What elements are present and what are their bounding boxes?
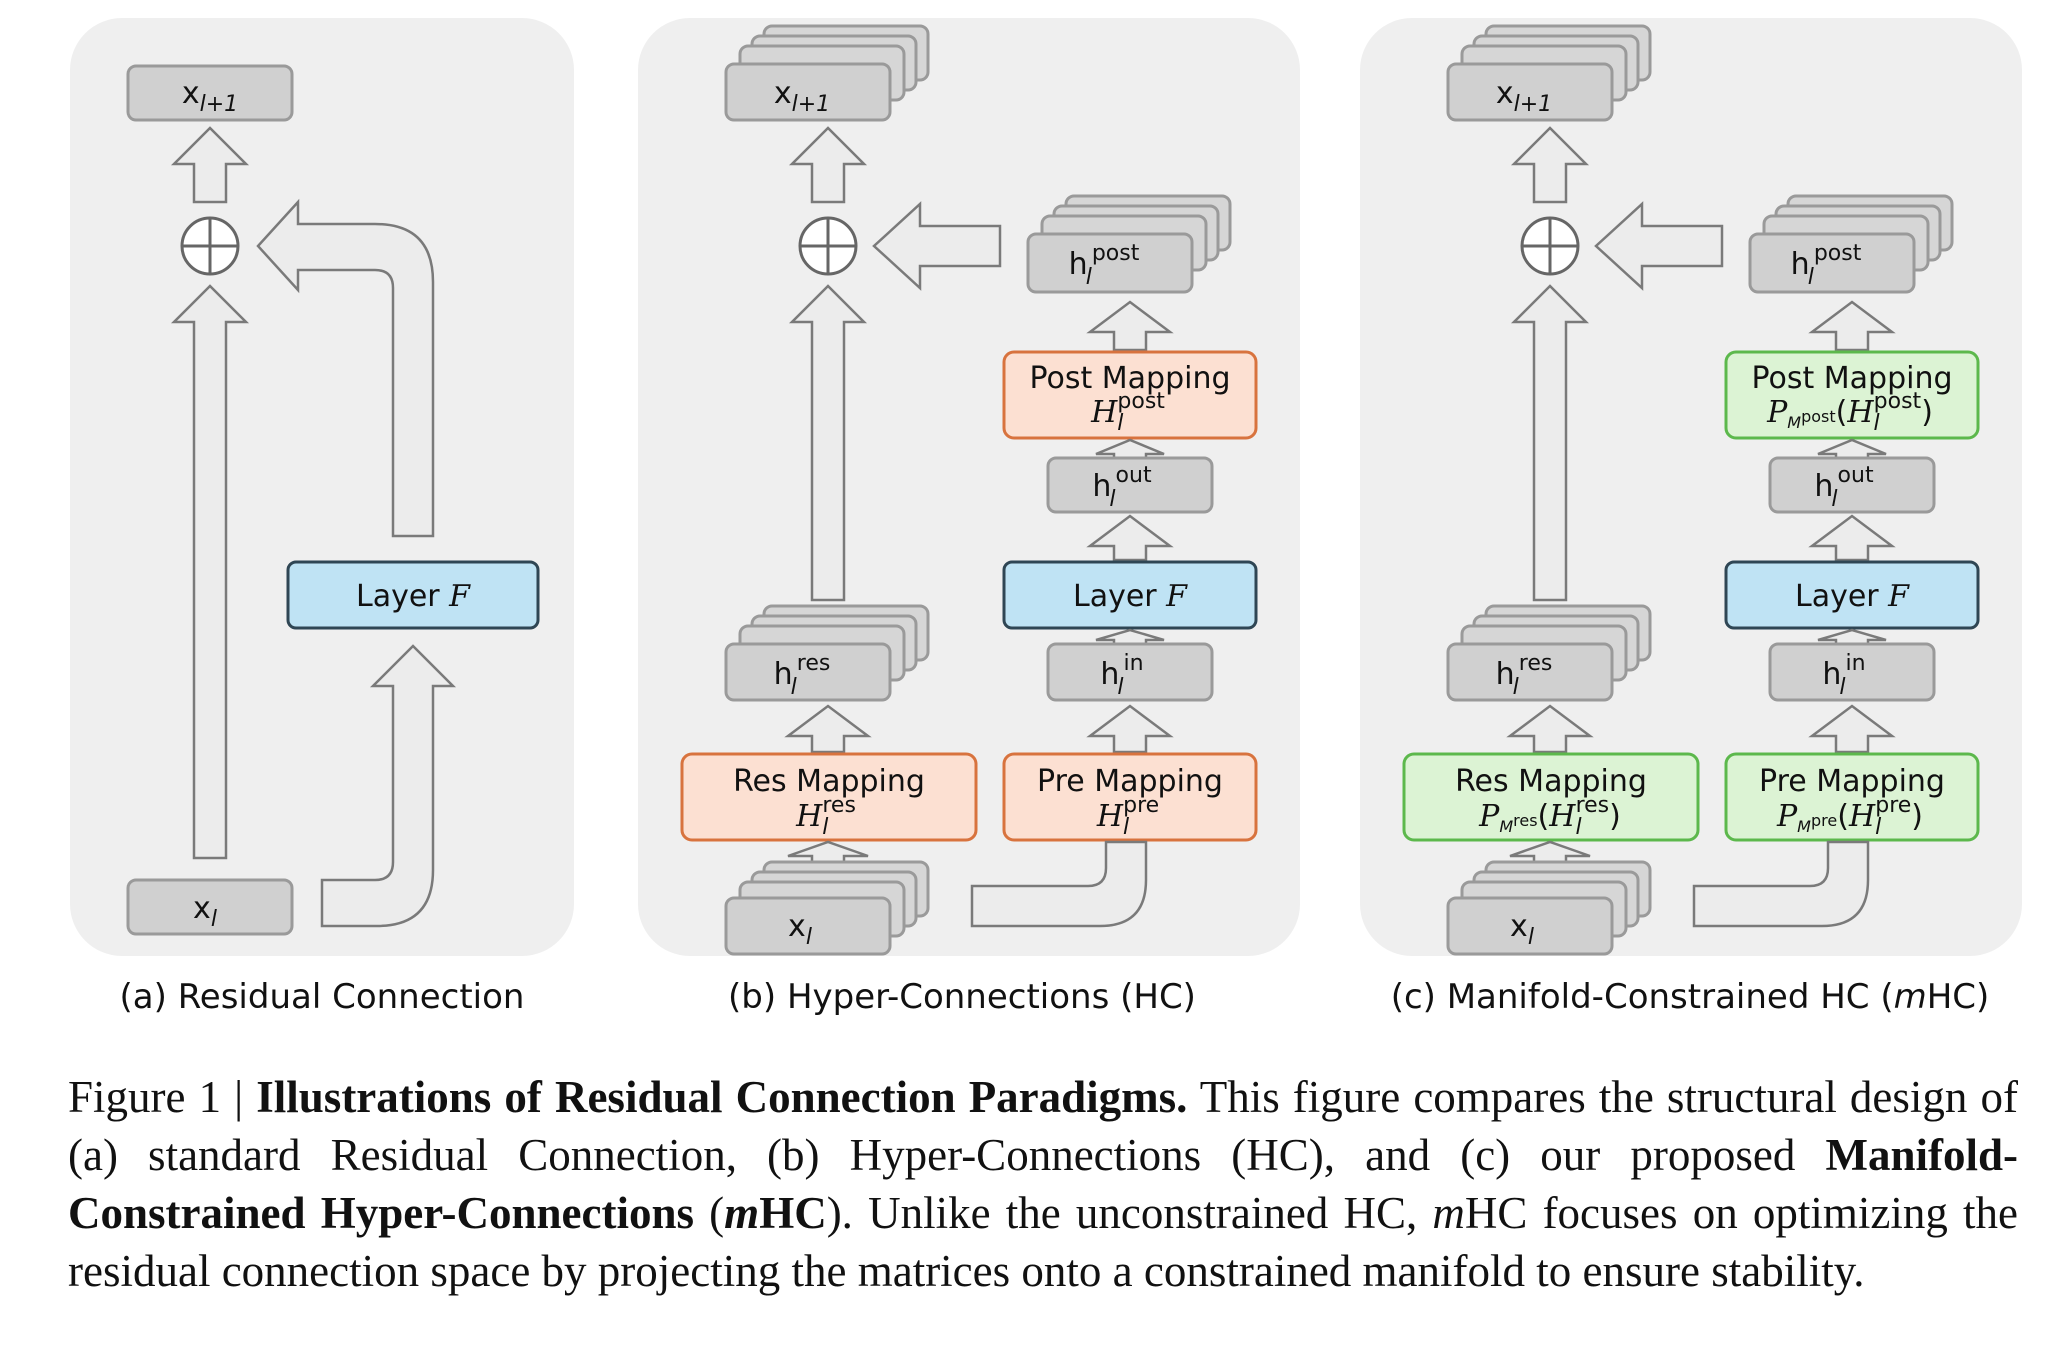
- pre-mapping-box: [1724, 752, 1980, 842]
- caption-text-3: HC focuses on optimizing the residual co…: [68, 1188, 2018, 1296]
- layer-f-label: Layer F: [1073, 579, 1188, 614]
- h-out-label: hlout: [1092, 463, 1152, 512]
- add-operator-icon: [798, 216, 858, 276]
- layer-f-box: [1002, 560, 1258, 630]
- arrow-up-to-output: [788, 126, 868, 204]
- h-post-label: hlpost: [1791, 241, 1862, 290]
- arrow-pre-map-to-h-in: [1086, 704, 1174, 754]
- h-out-box: [1046, 456, 1214, 514]
- caption-text-1: This figure compares the structural desi…: [68, 1072, 2018, 1180]
- x-out-label: xl+1: [1496, 76, 1552, 117]
- arrow-layer-to-h-out: [1808, 514, 1896, 562]
- x-in-label: xl: [193, 891, 217, 932]
- pre-mapping-box: [1002, 752, 1258, 842]
- layer-f-box: [1724, 560, 1980, 630]
- layer-f-box: [286, 560, 540, 630]
- figure-title: Illustrations of Residual Connection Par…: [256, 1072, 1188, 1122]
- x-in-stack: [724, 860, 930, 956]
- h-out-label: hlout: [1814, 463, 1874, 512]
- pre-mapping-formula: PMpre(Hlpre): [1776, 793, 1923, 840]
- panel-c-caption: (c) Manifold-Constrained HC (mHC): [1391, 977, 1990, 1017]
- post-mapping-title: Post Mapping: [1029, 361, 1230, 396]
- x-out-stack: [1446, 24, 1652, 122]
- res-mapping-title: Res Mapping: [733, 764, 925, 799]
- x-out-label: xl+1: [774, 76, 830, 117]
- panel-a-background: [70, 18, 574, 956]
- x-in-box: [126, 878, 294, 936]
- x-in-label: xl: [788, 909, 812, 950]
- res-mapping-box: [1402, 752, 1700, 842]
- h-res-stack: [724, 604, 930, 702]
- arrow-up-to-output: [1510, 126, 1590, 204]
- arrow-up-to-output: [170, 126, 250, 204]
- residual-path-arrow: [788, 284, 868, 602]
- caption-bold-method: Manifold-Constrained Hyper-Connections: [68, 1130, 2018, 1238]
- layer-f-label: Layer F: [1795, 579, 1910, 614]
- arrow-pre-map-to-h-in: [1808, 704, 1896, 754]
- arrow-post-map-to-h-post: [1086, 300, 1174, 352]
- x-out-label: xl+1: [182, 76, 238, 117]
- panel-residual-connection: xl+1 Layer F xl (a) Residual Connection: [70, 18, 574, 1017]
- add-operator-icon: [180, 216, 240, 276]
- post-mapping-box: [1002, 350, 1258, 440]
- x-in-stack: [1446, 860, 1652, 956]
- caption-hc-1: HC: [759, 1188, 827, 1238]
- arrow-layer-to-h-out: [1086, 514, 1174, 562]
- panel-hyper-connections: xl+1 hlres Res Mapping Hlres: [638, 18, 1300, 1017]
- figure-label: Figure 1 |: [68, 1072, 257, 1122]
- residual-path-arrow: [1510, 284, 1590, 602]
- h-res-label: hlres: [1496, 651, 1553, 700]
- panel-b-caption: (b) Hyper-Connections (HC): [728, 977, 1196, 1017]
- h-in-box: [1046, 642, 1214, 702]
- add-operator-icon: [1520, 216, 1580, 276]
- post-to-add-arrow: [872, 201, 1002, 291]
- caption-m-1: m: [724, 1188, 760, 1238]
- identity-path-arrow: [170, 284, 250, 860]
- x-out-stack: [724, 24, 930, 122]
- post-mapping-formula: Hlpost: [1090, 389, 1165, 436]
- h-post-stack: [1026, 194, 1232, 294]
- figure-caption: Figure 1 | Illustrations of Residual Con…: [68, 1068, 2018, 1300]
- caption-text-2: ). Unlike the unconstrained HC,: [826, 1188, 1433, 1238]
- res-mapping-formula: PMres(Hlres): [1478, 793, 1621, 840]
- h-in-label: hlin: [1100, 651, 1143, 700]
- post-mapping-title: Post Mapping: [1751, 361, 1952, 396]
- h-res-label: hlres: [774, 651, 831, 700]
- panel-a-caption: (a) Residual Connection: [120, 977, 525, 1017]
- diagram: .panel { fill: #efefef; stroke: none; } …: [70, 18, 2022, 1017]
- h-out-box: [1768, 456, 1936, 514]
- panel-manifold-constrained-hc: xl+1 hlres Res Mapping PMres(Hlres): [1360, 18, 2022, 1017]
- pre-mapping-title: Pre Mapping: [1037, 764, 1223, 799]
- post-mapping-formula: PMpost(Hlpost): [1766, 389, 1933, 436]
- post-to-add-arrow: [1594, 201, 1724, 291]
- layer-f-label: Layer F: [356, 579, 471, 614]
- h-res-stack: [1446, 604, 1652, 702]
- input-to-layer-arrow: [320, 644, 457, 928]
- arrow-post-map-to-h-post: [1808, 300, 1896, 352]
- pre-mapping-formula: Hlpre: [1096, 793, 1159, 840]
- post-mapping-box: [1724, 350, 1980, 440]
- layer-return-arrow: [256, 198, 435, 538]
- arrow-res-map-to-h-res: [1506, 704, 1594, 754]
- res-mapping-formula: Hlres: [795, 793, 856, 840]
- x-out-box: [126, 64, 294, 122]
- x-in-label: xl: [1510, 909, 1534, 950]
- caption-paren: (: [694, 1188, 725, 1238]
- h-in-box: [1768, 642, 1936, 702]
- input-to-pre-map-arrow: [1692, 840, 1870, 928]
- res-mapping-box: [680, 752, 978, 842]
- caption-m-2: m: [1432, 1188, 1465, 1238]
- res-mapping-title: Res Mapping: [1455, 764, 1647, 799]
- input-to-pre-map-arrow: [970, 840, 1148, 928]
- h-post-label: hlpost: [1069, 241, 1140, 290]
- arrow-res-map-to-h-res: [784, 704, 872, 754]
- h-in-label: hlin: [1822, 651, 1865, 700]
- h-post-stack: [1748, 194, 1954, 294]
- pre-mapping-title: Pre Mapping: [1759, 764, 1945, 799]
